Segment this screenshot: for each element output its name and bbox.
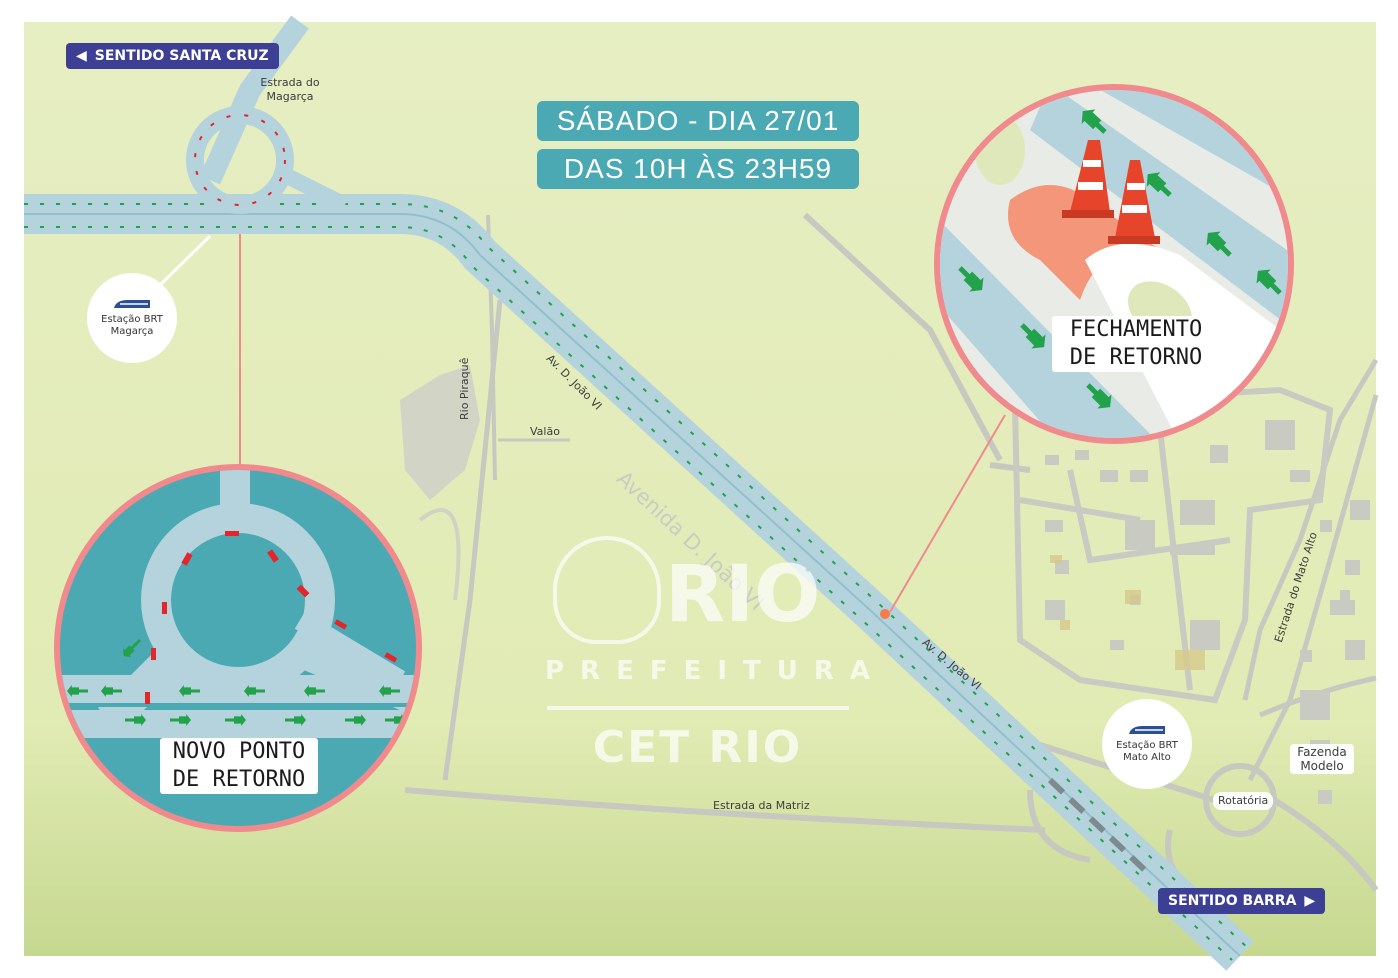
- label-rio-piraque: Rio Piraquê: [458, 357, 471, 420]
- chevron-right-icon: ▶: [1304, 893, 1316, 909]
- magarca-roundabout: [186, 15, 349, 214]
- brt-station-mato-alto: Estação BRT Mato Alto: [1102, 699, 1192, 789]
- brt-bus-icon: [114, 300, 150, 308]
- label-rotatoria: Rotatória: [1213, 792, 1274, 810]
- time-banner: DAS 10H ÀS 23H59: [537, 149, 859, 189]
- traffic-cone-icon: [1062, 140, 1114, 218]
- direction-santa-cruz: ◀ SENTIDO SANTA CRUZ: [66, 43, 279, 69]
- piraque-river-area: [400, 365, 480, 500]
- closure-point-marker: [880, 609, 890, 619]
- watermark-sub: PREFEITURA: [545, 656, 887, 686]
- label-valao: Valão: [530, 425, 560, 438]
- piraque-river: [418, 508, 461, 601]
- avenue-dom-joao-vi: [24, 194, 1254, 971]
- callout-closure: [934, 84, 1294, 444]
- label-estrada-matriz: Estrada da Matriz: [713, 799, 810, 812]
- magarca-connector: [158, 234, 212, 287]
- callout-line-right: [889, 414, 1006, 613]
- watermark-brand: RIO: [665, 550, 821, 640]
- chevron-left-icon: ◀: [76, 48, 87, 64]
- watermark-agency: CET RIO: [592, 722, 803, 773]
- direction-barra: SENTIDO BARRA ▶: [1158, 888, 1326, 914]
- brt-station-magarca: Estação BRT Magarça: [87, 273, 177, 363]
- coat-of-arms-icon: [553, 536, 661, 644]
- watermark-divider: [547, 706, 849, 710]
- traffic-cone-icon-2: [1108, 160, 1160, 244]
- brt-bus-icon: [1129, 726, 1165, 734]
- date-banner: SÁBADO - DIA 27/01: [537, 101, 859, 141]
- land-lots: [1050, 555, 1205, 670]
- caption-new-return-point: NOVO PONTO DE RETORNO: [160, 738, 318, 794]
- caption-closure: FECHAMENTO DE RETORNO: [1052, 316, 1220, 372]
- prefeitura-rio-watermark: RIO PREFEITURA CET RIO: [545, 530, 887, 780]
- label-estrada-magarca: Estrada do Magarça: [260, 76, 320, 103]
- label-fazenda-modelo: Fazenda Modelo: [1290, 744, 1354, 774]
